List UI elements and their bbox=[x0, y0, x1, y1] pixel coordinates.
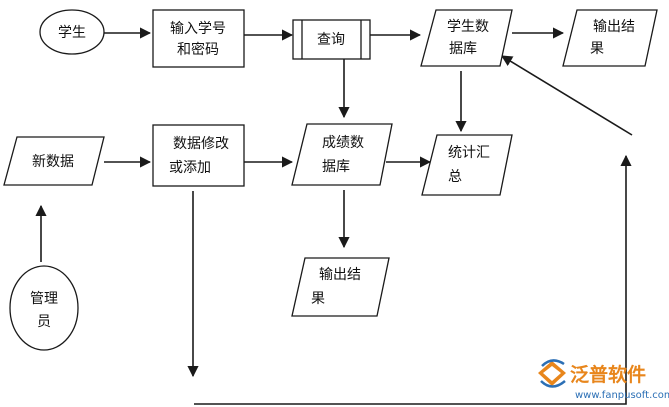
node-login-label-line1: 输入学号 bbox=[170, 21, 226, 37]
node-student-label: 学生 bbox=[58, 25, 86, 41]
node-student-db-label-line1: 学生数 bbox=[447, 19, 489, 35]
node-student-db-label-line2: 据库 bbox=[449, 41, 477, 57]
connectors bbox=[35, 27, 633, 405]
node-modify: 数据修改 或添加 bbox=[152, 124, 245, 187]
node-admin-label-line2: 员 bbox=[37, 314, 51, 330]
brand-name: 泛普软件 bbox=[570, 363, 646, 386]
node-login: 输入学号 和密码 bbox=[152, 9, 245, 68]
node-output-mid: 输出结 果 bbox=[291, 257, 390, 317]
node-admin: 管理 员 bbox=[9, 265, 79, 351]
node-new-data: 新数据 bbox=[3, 136, 105, 186]
arrow-feedback-loop bbox=[194, 154, 632, 405]
node-modify-label-line2: 或添加 bbox=[169, 160, 211, 176]
watermark-logo: 泛普软件 www.fanpusoft.com bbox=[538, 359, 669, 401]
node-login-label-line2: 和密码 bbox=[177, 41, 219, 58]
node-admin-label-line1: 管理 bbox=[30, 291, 58, 307]
node-score-db-label-line2: 据库 bbox=[322, 159, 350, 175]
node-student-db: 学生数 据库 bbox=[420, 9, 513, 67]
node-student: 学生 bbox=[39, 9, 105, 55]
node-output-top-label-line1: 输出结 bbox=[593, 19, 635, 35]
node-output-mid-label-line1: 输出结 bbox=[319, 267, 361, 283]
brand-url: www.fanpusoft.com bbox=[575, 390, 669, 401]
node-output-top-label-line2: 果 bbox=[590, 41, 604, 57]
node-score-db: 成绩数 据库 bbox=[291, 123, 393, 186]
node-modify-label-line1: 数据修改 bbox=[173, 136, 229, 152]
node-output-mid-label-line2: 果 bbox=[311, 291, 325, 307]
brand-logo-icon bbox=[538, 359, 566, 388]
node-output-top: 输出结 果 bbox=[562, 9, 658, 67]
arrow-feedback-to-student-db bbox=[501, 55, 633, 136]
node-query: 查询 bbox=[292, 19, 371, 60]
node-stats-label-line2: 总 bbox=[448, 169, 462, 185]
node-query-label: 查询 bbox=[317, 32, 345, 48]
node-new-data-label: 新数据 bbox=[32, 154, 74, 170]
node-score-db-label-line1: 成绩数 bbox=[322, 135, 364, 151]
node-stats: 统计汇 总 bbox=[421, 134, 513, 196]
node-stats-label-line1: 统计汇 bbox=[448, 145, 490, 161]
